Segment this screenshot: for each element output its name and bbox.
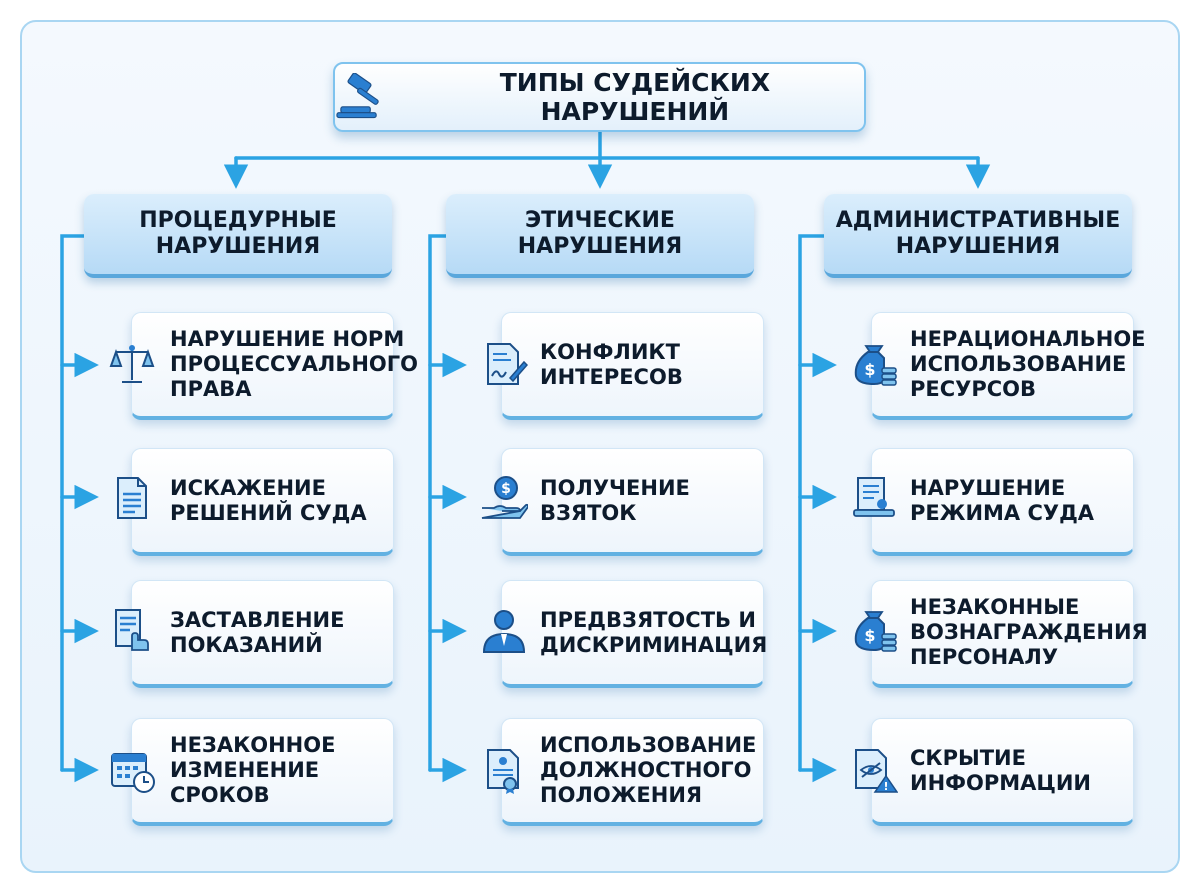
item-ethical-4: ИСПОЛЬЗОВАНИЕ ДОЛЖНОСТНОГО ПОЛОЖЕНИЯ <box>501 718 764 826</box>
svg-text:$: $ <box>864 626 875 645</box>
gavel-icon <box>336 73 379 119</box>
person-icon <box>482 610 526 653</box>
svg-text:$: $ <box>864 360 875 379</box>
item-label: НЕЗАКОННОЕ ИЗМЕНЕНИЕ СРОКОВ <box>170 733 336 807</box>
title-text: ТИПЫ СУДЕЙСКИХ НАРУШЕНИЙ <box>499 67 771 127</box>
diagram-title: ТИПЫ СУДЕЙСКИХ НАРУШЕНИЙ <box>333 62 866 132</box>
calendar-clock-icon <box>111 753 155 793</box>
item-procedural-3: ЗАСТАВЛЕНИЕ ПОКАЗАНИЙ <box>131 580 394 688</box>
item-label: НАРУШЕНИЕ НОРМ ПРОЦЕССУАЛЬНОГО ПРАВА <box>170 327 419 401</box>
item-label: НЕРАЦИОНАЛЬНОЕ ИСПОЛЬЗОВАНИЕ РЕСУРСОВ <box>910 327 1146 401</box>
item-label: ИСКАЖЕНИЕ РЕШЕНИЙ СУДА <box>170 475 367 525</box>
category-procedural-label: ПРОЦЕДУРНЫЕ НАРУШЕНИЯ <box>139 208 337 259</box>
category-administrative: АДМИНИСТРАТИВНЫЕ НАРУШЕНИЯ <box>824 194 1132 278</box>
item-administrative-2: НАРУШЕНИЕ РЕЖИМА СУДА <box>871 448 1134 556</box>
money-bag-icon: $ <box>854 611 897 652</box>
item-label: ПОЛУЧЕНИЕ ВЗЯТОК <box>540 475 690 525</box>
category-procedural: ПРОЦЕДУРНЫЕ НАРУШЕНИЯ <box>84 194 392 278</box>
document-icon <box>117 477 147 519</box>
item-administrative-1: НЕРАЦИОНАЛЬНОЕ ИСПОЛЬЗОВАНИЕ РЕСУРСОВ <box>871 312 1146 420</box>
svg-text:$: $ <box>501 481 511 497</box>
item-label: ЗАСТАВЛЕНИЕ ПОКАЗАНИЙ <box>170 607 345 657</box>
item-administrative-4: СКРЫТИЕ ИНФОРМАЦИИ <box>871 718 1134 826</box>
item-procedural-4: НЕЗАКОННОЕ ИЗМЕНЕНИЕ СРОКОВ <box>131 718 394 826</box>
hidden-document-warning-icon: ! <box>855 749 898 793</box>
money-bag-icon: $ <box>854 345 897 386</box>
item-ethical-2: ПОЛУЧЕНИЕ ВЗЯТОК <box>501 448 764 556</box>
category-ethical: ЭТИЧЕСКИЕ НАРУШЕНИЯ <box>446 194 754 278</box>
item-procedural-1: НАРУШЕНИЕ НОРМ ПРОЦЕССУАЛЬНОГО ПРАВА <box>131 312 418 420</box>
category-administrative-label: АДМИНИСТРАТИВНЫЕ НАРУШЕНИЯ <box>835 208 1121 259</box>
certificate-icon <box>487 749 519 794</box>
certificate-document-icon <box>853 477 895 517</box>
item-label: НАРУШЕНИЕ РЕЖИМА СУДА <box>910 475 1095 525</box>
money-hand-icon: $ <box>481 476 528 519</box>
document-hand-icon <box>115 609 149 651</box>
scales-icon <box>109 345 155 383</box>
item-procedural-2: ИСКАЖЕНИЕ РЕШЕНИЙ СУДА <box>131 448 394 556</box>
item-label: НЕЗАКОННЫЕ ВОЗНАГРАЖДЕНИЯ ПЕРСОНАЛУ <box>910 595 1148 669</box>
item-ethical-1: КОНФЛИКТ ИНТЕРЕСОВ <box>501 312 764 420</box>
item-label: ИСПОЛЬЗОВАНИЕ ДОЛЖНОСТНОГО ПОЛОЖЕНИЯ <box>540 733 757 807</box>
item-ethical-3: ПРЕДВЗЯТОСТЬ И ДИСКРИМИНАЦИЯ <box>501 580 768 688</box>
category-ethical-label: ЭТИЧЕСКИЕ НАРУШЕНИЯ <box>517 208 683 259</box>
svg-text:!: ! <box>883 780 888 793</box>
item-label: ПРЕДВЗЯТОСТЬ И ДИСКРИМИНАЦИЯ <box>540 607 768 657</box>
contract-signature-icon <box>487 343 528 385</box>
item-label: СКРЫТИЕ ИНФОРМАЦИИ <box>910 745 1092 795</box>
item-administrative-3: НЕЗАКОННЫЕ ВОЗНАГРАЖДЕНИЯ ПЕРСОНАЛУ <box>871 580 1148 688</box>
item-label: КОНФЛИКТ ИНТЕРЕСОВ <box>540 339 683 389</box>
